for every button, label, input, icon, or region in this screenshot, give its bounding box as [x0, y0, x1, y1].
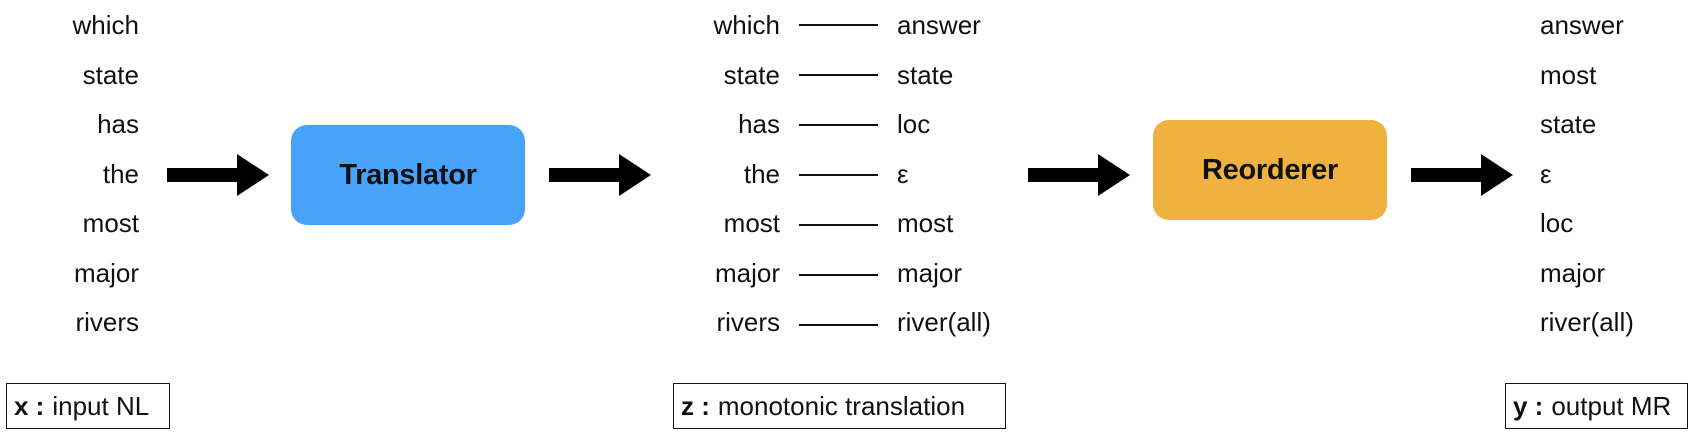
- output-token: major: [1540, 258, 1606, 288]
- source-word: rivers: [716, 307, 780, 337]
- legend-z: z : monotonic translation: [673, 383, 1006, 429]
- target-token: river(all): [897, 307, 991, 337]
- source-word: the: [743, 159, 780, 189]
- output-token: state: [1540, 109, 1597, 139]
- legend-y-var: y :: [1513, 390, 1544, 421]
- output-token: answer: [1540, 10, 1624, 40]
- output-token: most: [1540, 60, 1597, 90]
- alignment-line: [799, 124, 878, 126]
- legend-x-var: x :: [14, 390, 45, 421]
- input-word: rivers: [75, 307, 139, 337]
- legend-z-var: z :: [681, 390, 710, 421]
- target-token: major: [897, 258, 963, 288]
- source-word: state: [723, 60, 780, 90]
- alignment-line: [799, 274, 878, 276]
- target-token: loc: [897, 109, 931, 139]
- arrow-right-icon: [1411, 154, 1513, 196]
- legend-z-label: monotonic translation: [717, 390, 966, 421]
- translator-box: Translator: [291, 125, 525, 225]
- input-word: state: [82, 60, 139, 90]
- alignment-line: [799, 174, 878, 176]
- target-token: ε: [897, 159, 909, 189]
- input-word: the: [102, 159, 139, 189]
- input-word: most: [82, 208, 139, 238]
- source-word: has: [738, 109, 780, 139]
- target-token: state: [897, 60, 954, 90]
- target-token: most: [897, 208, 954, 238]
- alignment-line: [799, 24, 878, 26]
- legend-y-label: output MR: [1551, 390, 1672, 421]
- output-token: river(all): [1540, 307, 1634, 337]
- input-word: which: [72, 10, 139, 40]
- input-word: has: [97, 109, 139, 139]
- legend-x: x : input NL: [6, 383, 170, 429]
- output-token: loc: [1540, 208, 1574, 238]
- source-word: which: [713, 10, 780, 40]
- reorderer-box: Reorderer: [1153, 120, 1387, 220]
- source-word: most: [723, 208, 780, 238]
- input-word: major: [73, 258, 139, 288]
- alignment-line: [799, 74, 878, 76]
- arrow-right-icon: [549, 154, 651, 196]
- output-token: ε: [1540, 159, 1552, 189]
- alignment-line: [799, 324, 878, 326]
- target-token: answer: [897, 10, 981, 40]
- alignment-line: [799, 224, 878, 226]
- arrow-right-icon: [1028, 154, 1130, 196]
- legend-y: y : output MR: [1505, 383, 1688, 429]
- arrow-right-icon: [167, 154, 269, 196]
- source-word: major: [714, 258, 780, 288]
- legend-x-label: input NL: [52, 390, 150, 421]
